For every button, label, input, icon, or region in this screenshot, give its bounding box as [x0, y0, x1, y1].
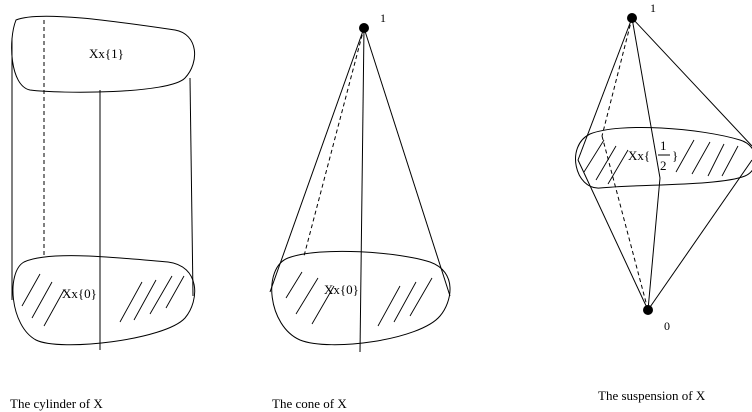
cone-hatching: [285, 271, 433, 327]
suspension-label-suffix: }: [672, 148, 678, 163]
suspension-top-right-line: [631, 17, 752, 147]
cone-right-generator: [363, 27, 451, 297]
cylinder-caption: The cylinder of X: [10, 396, 103, 411]
suspension-bottom-right-line: [647, 159, 752, 311]
suspension-bottom-hidden-line: [601, 135, 649, 311]
suspension-top-middle-line: [631, 17, 661, 179]
suspension-middle-label: Xx{: [628, 148, 650, 163]
suspension-label-denominator: 2: [660, 158, 667, 173]
suspension-bottom-left-line: [577, 159, 649, 311]
cylinder-top-label: Xx{1}: [89, 46, 124, 61]
cone-caption: The cone of X: [272, 396, 347, 411]
suspension-middle-section: [575, 126, 752, 189]
cone-left-generator: [269, 27, 365, 293]
cylinder-right-edge: [189, 77, 194, 297]
suspension-bottom-middle-line: [647, 177, 661, 311]
cylinder-top-section: [11, 15, 196, 93]
suspension-top-hidden-line: [601, 17, 633, 137]
cylinder-hatching: [21, 273, 185, 327]
cone-apex-label: 1: [380, 11, 386, 25]
suspension-bottom-label: 0: [664, 319, 670, 333]
suspension-figure: 1 0 Xx{ 1 2 }: [575, 1, 752, 333]
cylinder-bottom-label: Xx{0}: [62, 286, 97, 301]
suspension-label-numerator: 1: [660, 138, 667, 153]
cylinder-bottom-section: [12, 255, 196, 346]
cone-hidden-generator: [303, 27, 365, 257]
suspension-hatching: [583, 139, 739, 185]
suspension-top-label: 1: [650, 1, 656, 15]
suspension-top-left-line: [577, 17, 633, 161]
cone-base-label: Xx{0}: [324, 282, 359, 297]
cone-base-section: [271, 250, 451, 346]
suspension-label-prefix: Xx{: [628, 148, 650, 163]
cone-middle-generator: [359, 27, 365, 353]
cylinder-figure: Xx{1} Xx{0}: [11, 15, 196, 350]
suspension-caption: The suspension of X: [598, 388, 706, 403]
cone-figure: 1 Xx{0}: [269, 11, 451, 353]
